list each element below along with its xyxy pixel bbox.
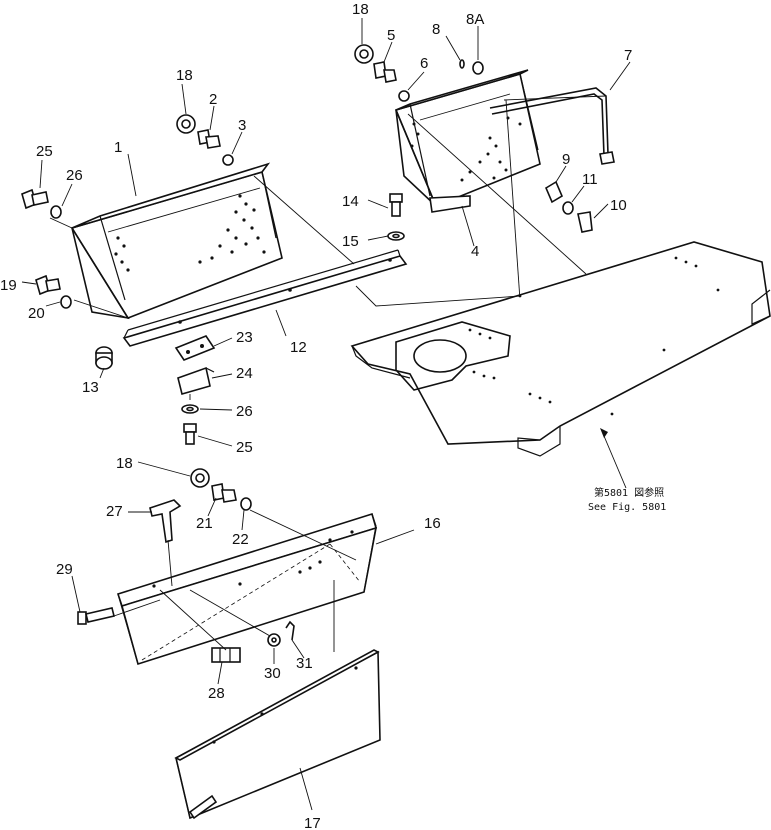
floor-plate xyxy=(350,241,771,457)
callout-21: 21 xyxy=(196,515,213,532)
callout-10: 10 xyxy=(610,197,627,214)
callout-19: 19 xyxy=(0,277,17,294)
part-16-lower-panel xyxy=(116,512,378,666)
part-19-bolt xyxy=(35,274,61,296)
perforation-pattern-4 xyxy=(410,116,522,182)
callout-22: 22 xyxy=(232,531,249,548)
part-9-bracket xyxy=(544,180,564,204)
callout-26-lower: 26 xyxy=(236,403,253,420)
part-26-washer-upper xyxy=(50,205,62,219)
part-20-washer xyxy=(60,295,72,309)
part-15-washer xyxy=(387,231,405,241)
callout-14: 14 xyxy=(342,193,359,210)
part-8a-grommet xyxy=(472,61,484,75)
panel-16-details xyxy=(152,530,354,588)
callout-4: 4 xyxy=(471,243,479,260)
part-22-washer xyxy=(240,497,252,511)
callout-29: 29 xyxy=(56,561,73,578)
callout-25-lower: 25 xyxy=(236,439,253,456)
callout-1: 1 xyxy=(114,139,122,156)
part-28-latch xyxy=(211,647,241,663)
part-25-bolt-upper xyxy=(21,188,49,210)
callout-18-lower: 18 xyxy=(116,455,133,472)
callout-7: 7 xyxy=(624,47,632,64)
callout-26-upper: 26 xyxy=(66,167,83,184)
callout-16: 16 xyxy=(424,515,441,532)
callout-12: 12 xyxy=(290,339,307,356)
part-8-clip xyxy=(459,59,465,69)
callout-18-middle: 18 xyxy=(176,67,193,84)
callout-8a: 8A xyxy=(466,11,484,28)
callout-20: 20 xyxy=(28,305,45,322)
part-17-lower-plate xyxy=(174,649,381,820)
part-5-bolt xyxy=(373,61,397,83)
part-6-washer xyxy=(398,90,410,102)
part-1-guard-panel xyxy=(70,162,283,320)
callout-15: 15 xyxy=(342,233,359,250)
reference-note-japanese: 第5801 図参照 xyxy=(594,486,664,499)
part-2-bolt xyxy=(197,129,221,149)
perforation-pattern xyxy=(114,194,266,272)
callout-27: 27 xyxy=(106,503,123,520)
floor-plate-dots xyxy=(468,256,720,416)
part-24-bracket xyxy=(177,366,215,395)
part-7-rod xyxy=(489,87,615,165)
callout-2: 2 xyxy=(209,91,217,108)
callout-30: 30 xyxy=(264,665,281,682)
part-26-washer-lower xyxy=(181,404,199,414)
callout-11: 11 xyxy=(582,171,598,188)
callout-5: 5 xyxy=(387,27,395,44)
part-23-plate-nut xyxy=(174,335,216,361)
part-10-bolt xyxy=(577,211,593,233)
part-21-bolt xyxy=(211,483,237,503)
part-14-bolt xyxy=(389,193,403,217)
callout-25-upper: 25 xyxy=(36,143,53,160)
part-18-grommet-upper xyxy=(176,114,196,134)
callout-6: 6 xyxy=(420,55,428,72)
callout-9: 9 xyxy=(562,151,570,168)
callout-23: 23 xyxy=(236,329,253,346)
callout-24: 24 xyxy=(236,365,253,382)
part-30-washer xyxy=(267,633,281,647)
reference-note-english: See Fig. 5801 xyxy=(588,502,666,513)
part-18-grommet-lower xyxy=(190,468,210,488)
part-27-clip xyxy=(149,499,182,544)
part-31-pin xyxy=(285,620,295,641)
callout-13: 13 xyxy=(82,379,99,396)
part-4-guard-panel xyxy=(394,69,541,213)
callout-31: 31 xyxy=(296,655,313,672)
callout-17: 17 xyxy=(304,815,321,830)
part-13-collar xyxy=(95,346,113,370)
part-25-bolt-lower xyxy=(183,423,197,445)
callout-8: 8 xyxy=(432,21,440,38)
callout-28: 28 xyxy=(208,685,225,702)
callout-3: 3 xyxy=(238,117,246,134)
part-11-washer xyxy=(562,201,574,215)
part-3-washer xyxy=(222,154,234,166)
callout-18-top: 18 xyxy=(352,1,369,18)
part-18-grommet-top xyxy=(354,44,374,64)
part-29-bolt xyxy=(77,607,115,625)
